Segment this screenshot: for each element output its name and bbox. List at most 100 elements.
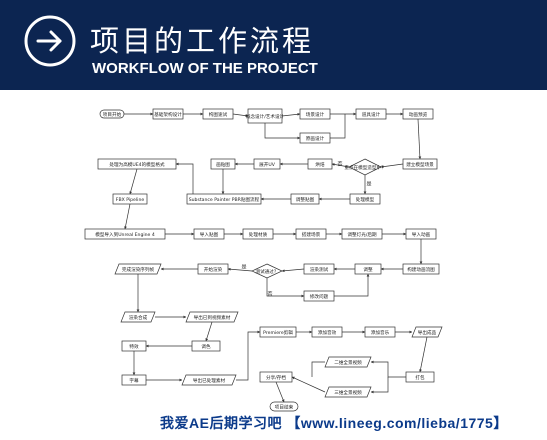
flow-edge	[281, 268, 305, 273]
flow-node-n32: 特效	[121, 340, 147, 352]
flow-node-label: FBX Pipeline	[116, 197, 145, 203]
flow-node-n29: 渲染合成	[120, 311, 156, 323]
flow-node-shape	[197, 263, 229, 275]
flow-node-label: 构图速试	[209, 111, 228, 118]
flow-node-end: 项目结束	[269, 401, 299, 412]
flow-node-n14: Substance Painter PBR贴图流程	[186, 193, 262, 205]
flow-node-label: 添加音效	[318, 329, 337, 336]
flow-node-shape	[120, 311, 156, 323]
workflow-diagram: 否是是否 项目开始基础架构设计构图速试概念设计/艺术设计场景设计原画设计道具设计…	[84, 108, 443, 412]
flow-node-n23: 构建动画流图	[402, 263, 440, 275]
flow-node-shape	[364, 326, 396, 338]
arrow-right-circle-icon	[24, 15, 76, 67]
flow-node-label: 渲染合成	[129, 314, 148, 321]
watermark: 我爱AE后期学习吧 【www.lineeg.com/lieba/1775】	[160, 415, 508, 431]
flow-node-label: 建立模型场景	[406, 161, 434, 168]
flow-node-n9: 烘焙	[307, 158, 333, 170]
flow-node-shape	[253, 158, 281, 170]
flow-node-shape	[311, 326, 343, 338]
flow-node-n25: 渲染测试	[303, 263, 335, 275]
header-banner: 项目的工作流程 WORKFLOW OF THE PROJECT	[0, 0, 547, 90]
flow-node-shape	[193, 228, 225, 240]
flow-node-shape	[411, 326, 443, 338]
flow-node-label: Premiere剪辑	[263, 329, 293, 336]
flow-node-label: 修改问题	[310, 293, 329, 300]
flow-node-n5: 原画设计	[299, 132, 331, 144]
flow-node-shape	[402, 108, 434, 120]
flow-node-shape	[259, 326, 297, 338]
flow-node-start: 项目开始	[99, 109, 125, 119]
flow-node-shape	[405, 228, 437, 240]
flow-edge	[124, 203, 131, 230]
flow-node-shape	[152, 108, 184, 120]
flow-node-label: 模型导入到Unreal Engine 4	[95, 231, 155, 238]
edge-label-yes: 是	[241, 265, 246, 271]
flow-node-n30: 导出已到视频素材	[185, 311, 239, 323]
edge-label-no: 否	[267, 292, 272, 298]
flow-edge	[419, 336, 428, 373]
flow-node-n24: 调整	[354, 263, 382, 275]
flow-node-shape	[303, 263, 335, 275]
flow-node-shape	[290, 193, 320, 205]
flow-node-n4: 场景设计	[299, 108, 331, 120]
flow-node-label: 重点在模型造型中？	[344, 164, 385, 171]
flow-node-shape	[299, 108, 331, 120]
flow-node-shape	[97, 158, 177, 170]
flow-node-shape	[348, 158, 382, 176]
flow-node-label: 处理为高模UE4的模型格式	[109, 161, 165, 168]
flow-node-label: 烘焙	[315, 161, 325, 168]
flow-node-n7: 动画预览	[402, 108, 434, 120]
flow-node-shape	[324, 356, 372, 368]
flow-node-label: Substance Painter PBR贴图流程	[189, 196, 260, 203]
flow-node-label: 导入贴图	[200, 231, 219, 238]
flow-node-n35: Premiere剪辑	[259, 326, 297, 338]
flow-node-label: 测试通过？	[256, 268, 279, 275]
flow-edge	[417, 118, 422, 160]
flow-node-label: 搭建场景	[302, 231, 321, 238]
flow-node-n1: 基础架构设计	[152, 108, 184, 120]
flow-node-n37: 添加音乐	[364, 326, 396, 338]
flow-node-label: 完成渲染序列帧	[122, 266, 155, 273]
flow-node-n8: 建立模型场景	[402, 158, 438, 170]
flow-node-shape	[355, 108, 387, 120]
flow-node-n42: 分享/存档	[259, 371, 293, 383]
flow-node-label: 画贴图	[216, 161, 230, 168]
flow-node-label: 三维全景视频	[334, 389, 362, 396]
flow-node-shape	[303, 290, 335, 302]
flow-node-n27: 开始渲染	[197, 263, 229, 275]
flow-node-n39: 二维全景视频	[324, 356, 372, 368]
title-chinese: 项目的工作流程	[90, 24, 315, 58]
flow-node-shape	[242, 228, 274, 240]
flow-edge	[330, 114, 346, 139]
flow-node-shape	[185, 311, 239, 323]
flow-node-shape	[251, 263, 283, 279]
flow-node-shape	[324, 386, 372, 398]
flow-edge	[236, 330, 261, 381]
flow-node-label: 场景设计	[306, 111, 325, 118]
flow-node-n11: 画贴图	[210, 158, 236, 170]
flow-node-shape	[191, 340, 221, 352]
flow-node-label: 特效	[129, 343, 139, 350]
flow-node-label: 处理材质	[249, 231, 268, 238]
flow-node-n40: 三维全景视频	[324, 386, 372, 398]
flow-node-shape	[354, 263, 382, 275]
flow-node-label: 基础架构设计	[154, 111, 182, 118]
flow-node-label: 导出已处理素材	[193, 377, 226, 384]
flow-node-label: 项目结束	[275, 403, 294, 410]
flow-node-label: 渲染测试	[310, 266, 329, 273]
flow-edge	[281, 112, 301, 117]
edge-label-yes: 是	[366, 182, 371, 188]
flow-edge	[205, 321, 213, 342]
flow-node-label: 导出已到视频素材	[194, 314, 231, 321]
flow-node-label: 分享/存档	[266, 374, 286, 381]
flow-node-shape	[405, 371, 435, 383]
flow-node-label: 概念设计/艺术设计	[246, 113, 285, 120]
flow-node-label: 调整	[363, 266, 373, 273]
flow-edge	[129, 168, 138, 195]
flow-node-label: 动画预览	[409, 111, 428, 118]
flow-node-shape	[269, 401, 299, 412]
flow-node-n18: 导入贴图	[193, 228, 225, 240]
flow-edge	[380, 163, 404, 169]
flow-node-shape	[202, 108, 234, 120]
flow-node-n17: 模型导入到Unreal Engine 4	[84, 228, 166, 240]
